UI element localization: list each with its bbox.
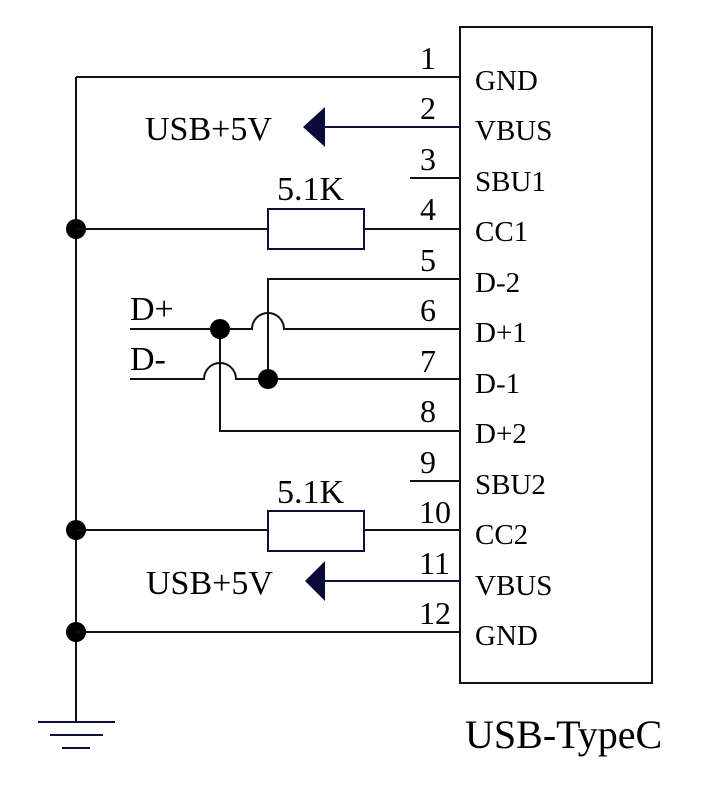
pin-name: SBU2: [475, 469, 546, 501]
wire-pin5-d-minus-2: [267, 278, 460, 379]
net-label-d-plus: D+: [130, 291, 174, 328]
pin-name: D-2: [475, 267, 520, 299]
resistor-cc2: [267, 510, 365, 552]
power-port-arrow-icon: [303, 107, 325, 147]
pin-number: 10: [419, 494, 451, 530]
pin-number: 6: [420, 292, 436, 328]
pin-name: SBU1: [475, 166, 546, 198]
power-port-label: USB+5V: [146, 565, 273, 602]
pin-name: D-1: [475, 368, 520, 400]
pin-name: GND: [475, 65, 538, 97]
junction-dot: [210, 319, 230, 339]
pin-name: GND: [475, 620, 538, 652]
resistor-value: 5.1K: [277, 171, 345, 208]
pin-number: 5: [420, 242, 436, 278]
pin-number: 3: [420, 141, 436, 177]
junction-dot: [258, 369, 278, 389]
pin-number: 12: [419, 595, 451, 631]
net-label-d-minus: D-: [130, 341, 166, 378]
pin-name: D+2: [475, 418, 527, 450]
resistor-value: 5.1K: [277, 474, 345, 511]
connector-body: [459, 26, 653, 684]
pin-number: 11: [419, 545, 450, 581]
pin-name: VBUS: [475, 115, 552, 147]
pin-name: VBUS: [475, 570, 552, 602]
pin-number: 1: [420, 40, 436, 76]
pin-name: D+1: [475, 317, 527, 349]
pin-name: CC2: [475, 519, 528, 551]
wire-pin8-d-plus-2: [219, 329, 460, 432]
pin-number: 7: [420, 343, 436, 379]
ground-symbol-icon: [38, 721, 115, 749]
wire-pin7-d-minus-1: [130, 362, 460, 380]
pin-number: 8: [420, 393, 436, 429]
pin-number: 2: [420, 90, 436, 126]
component-name: USB-TypeC: [465, 712, 662, 757]
pin-number: 4: [420, 191, 436, 227]
power-port-arrow-icon: [305, 561, 325, 601]
pin-number: 9: [420, 444, 436, 480]
resistor-cc1: [267, 208, 365, 250]
power-port-label: USB+5V: [145, 111, 272, 148]
pin-name: CC1: [475, 216, 528, 248]
wire-pin6-d-plus-1: [130, 312, 460, 330]
